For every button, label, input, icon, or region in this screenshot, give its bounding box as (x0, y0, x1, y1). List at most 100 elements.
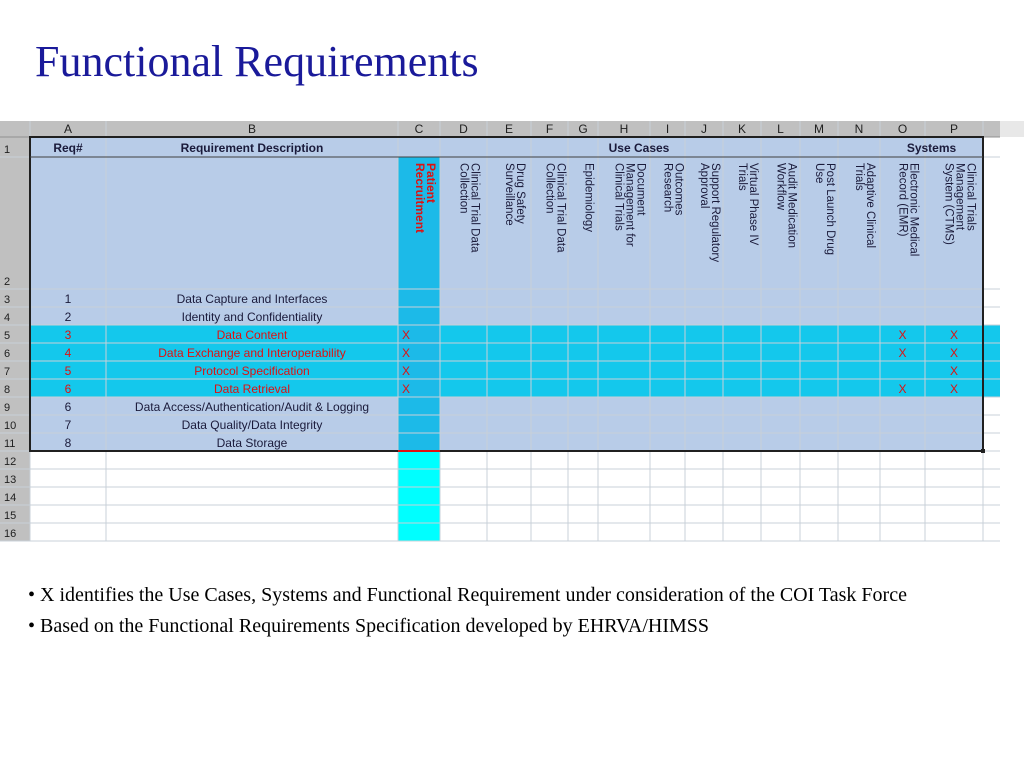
column-letter: O (898, 122, 907, 136)
slide-title: Functional Requirements (35, 37, 479, 86)
bullet-list: • X identifies the Use Cases, Systems an… (28, 580, 1008, 642)
requirement-description: Data Exchange and Interoperability (158, 346, 345, 360)
mark-x: X (950, 328, 958, 342)
use-cases-header: Use Cases (609, 141, 670, 155)
column-letter: D (459, 122, 468, 136)
use-case-header-line: Collection (544, 163, 556, 214)
use-case-header-line: Clinical Trials (965, 163, 977, 231)
row-number: 6 (4, 348, 10, 360)
use-case-header-line: System (CTMS) (943, 163, 955, 245)
row-number: 13 (4, 474, 16, 486)
req-header: Req# (53, 141, 83, 155)
mark-x: X (402, 346, 410, 360)
requirement-description: Data Content (217, 328, 288, 342)
row-number: 9 (4, 402, 10, 414)
use-case-header-line: Clinical Trial Data (469, 163, 481, 253)
row-number: 4 (4, 312, 10, 324)
row-number: 5 (4, 330, 10, 342)
requirement-description: Data Storage (217, 436, 288, 450)
column-header-bar (0, 121, 1000, 137)
bullet-dot: • (28, 584, 36, 606)
row-number: 14 (4, 492, 16, 504)
use-case-header-line: Clinical Trial Data (555, 163, 567, 253)
column-letter: B (248, 122, 256, 136)
mark-x: X (950, 382, 958, 396)
highlighted-row (30, 325, 1000, 343)
use-case-header-line: Drug Safety (514, 163, 526, 224)
row-number: 16 (4, 528, 16, 540)
column-letter: N (855, 122, 864, 136)
table-outline (29, 136, 984, 452)
use-case-header-line: Management (954, 163, 966, 231)
use-case-header-line: Clinical Trials (613, 163, 625, 231)
req-number: 7 (65, 418, 72, 432)
use-case-header-line: Support Regulatory (709, 163, 721, 262)
column-letter: C (415, 122, 424, 136)
column-letter: J (701, 122, 707, 136)
row-number: 10 (4, 420, 16, 432)
use-case-header-line: Audit Medication (786, 163, 798, 248)
use-case-header-line: Virtual Phase IV (747, 163, 759, 246)
mark-x: X (898, 346, 906, 360)
bullet-dot: • (28, 615, 36, 637)
use-case-header-line: Research (662, 163, 674, 212)
row-number: 3 (4, 294, 10, 306)
column-letter: A (64, 122, 72, 136)
req-number: 5 (65, 364, 72, 378)
use-case-header-line: Outcomes (673, 163, 685, 216)
use-case-header-line: Document (635, 163, 647, 216)
highlighted-row (30, 343, 1000, 361)
mark-x: X (950, 364, 958, 378)
req-number: 6 (65, 382, 72, 396)
row-number: 1 (4, 144, 10, 156)
column-letter: P (950, 122, 958, 136)
requirement-description: Protocol Specification (194, 364, 309, 378)
row-number: 15 (4, 510, 16, 522)
req-number: 1 (65, 292, 72, 306)
req-number: 6 (65, 400, 72, 414)
highlighted-row (30, 379, 1000, 397)
highlighted-row (30, 361, 1000, 379)
bullet-item: • X identifies the Use Cases, Systems an… (28, 580, 1008, 611)
column-letter: I (666, 122, 669, 136)
requirement-description: Data Retrieval (214, 382, 290, 396)
use-case-header: Epidemiology (583, 163, 595, 232)
use-case-highlight-header (398, 157, 440, 289)
requirement-description: Data Capture and Interfaces (177, 292, 328, 306)
use-case-header-line: Management for (624, 163, 636, 247)
fill-handle (981, 449, 985, 453)
use-case-highlight-below (398, 451, 440, 541)
requirement-description: Data Quality/Data Integrity (182, 418, 323, 432)
use-case-header-line: Trials (736, 163, 748, 191)
use-case-header-line: Use (813, 163, 825, 183)
mark-x: X (402, 364, 410, 378)
use-case-header-line: Collection (458, 163, 470, 214)
use-case-header-line: Approval (698, 163, 710, 208)
column-letter: K (738, 122, 746, 136)
req-number: 4 (65, 346, 72, 360)
systems-header: Systems (907, 141, 957, 155)
use-case-header-line: Adaptive Clinical (864, 163, 876, 248)
bullet-item: • Based on the Functional Requirements S… (28, 611, 1008, 642)
use-case-header-line: Epidemiology (583, 163, 595, 232)
mark-x: X (402, 382, 410, 396)
row-number: 12 (4, 456, 16, 468)
requirement-description: Data Access/Authentication/Audit & Loggi… (135, 400, 369, 414)
row-number: 8 (4, 384, 10, 396)
requirement-description: Identity and Confidentiality (182, 310, 323, 324)
row-number: 7 (4, 366, 10, 378)
description-header: Requirement Description (181, 141, 324, 155)
row-header-bar (0, 137, 30, 541)
column-letter: E (505, 122, 513, 136)
column-letter: L (777, 122, 784, 136)
req-number: 8 (65, 436, 72, 450)
use-case-header-line: Electronic Medical (908, 163, 920, 256)
